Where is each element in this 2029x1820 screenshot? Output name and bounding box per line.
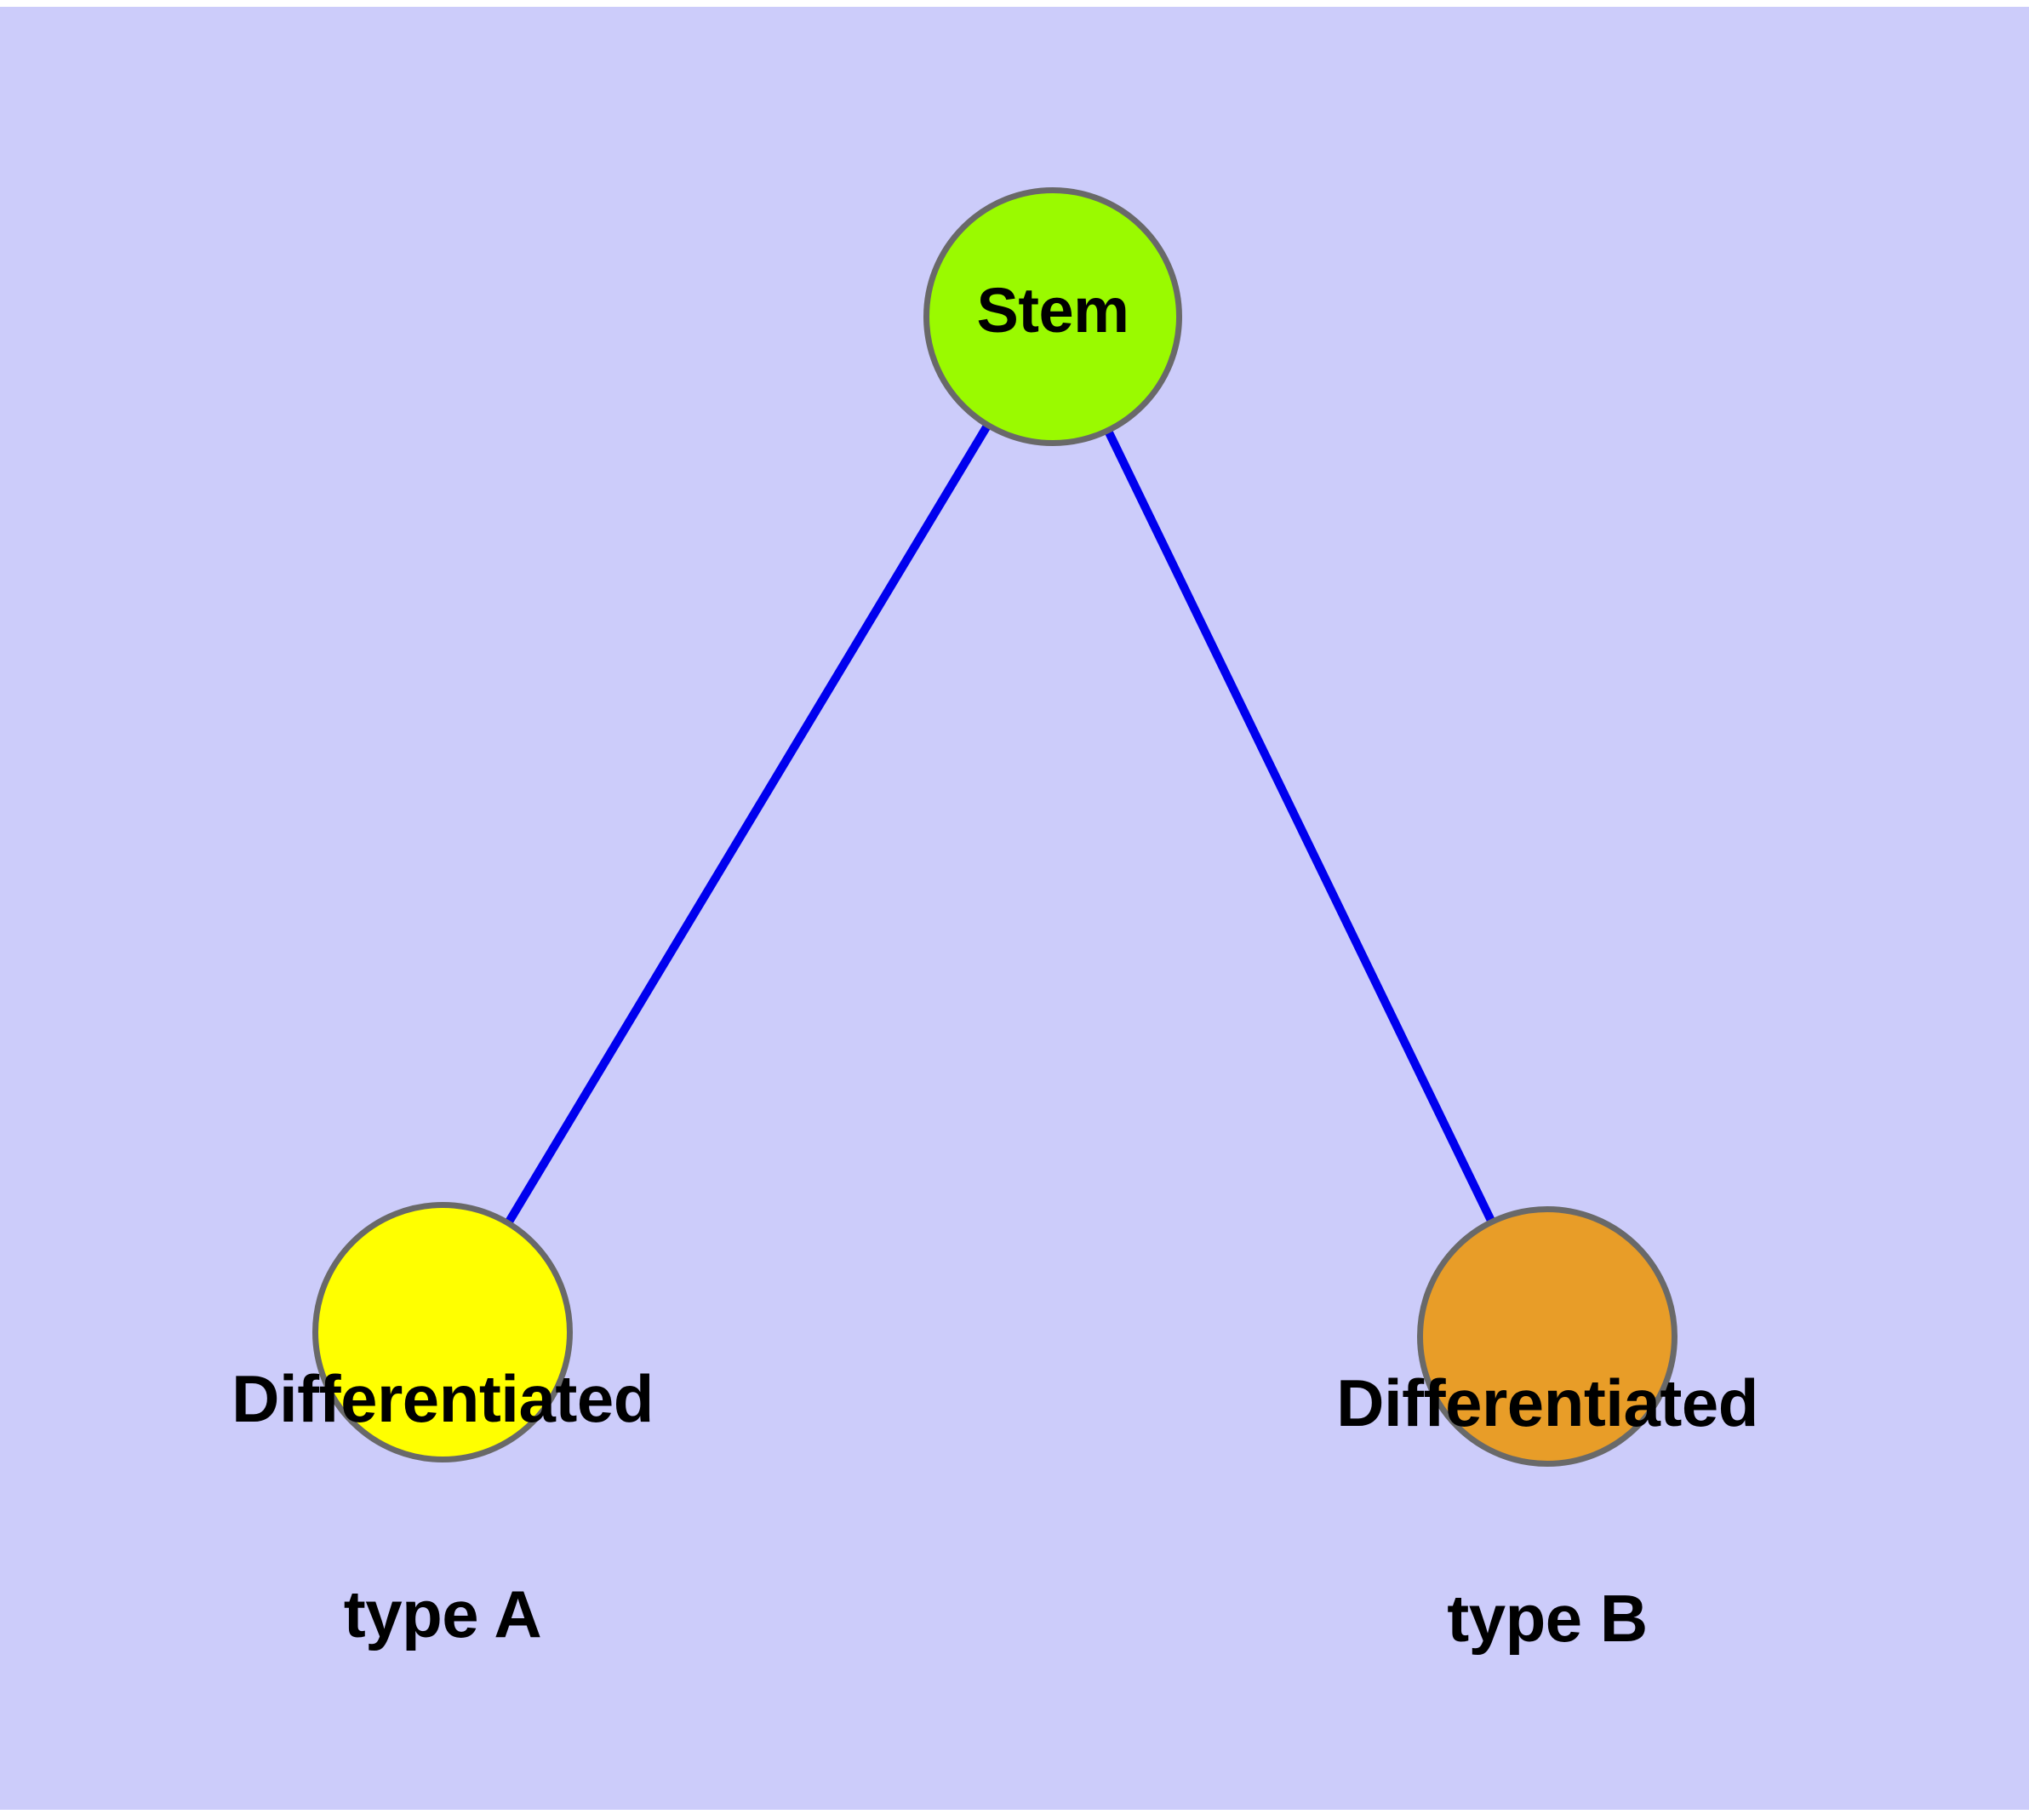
edge-layer [438, 314, 1552, 1339]
node-stem[interactable] [923, 187, 1182, 446]
node-differentiated-type-a[interactable] [312, 1202, 573, 1462]
node-differentiated-type-b[interactable] [1417, 1206, 1677, 1467]
node-layer: Stem Differentiated type A Differentiate… [0, 7, 2029, 1810]
edge-stem-to-differentiated-type-a [438, 314, 1057, 1335]
edge-stem-to-differentiated-type-b [1049, 314, 1552, 1339]
node-label-line-2: type A [343, 1577, 542, 1652]
diagram-plot-area: Stem Differentiated type A Differentiate… [0, 7, 2029, 1810]
node-label-line-2: type B [1447, 1581, 1648, 1657]
